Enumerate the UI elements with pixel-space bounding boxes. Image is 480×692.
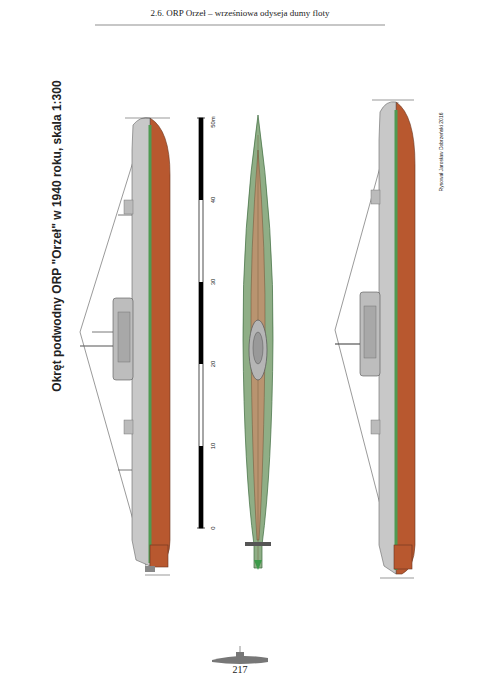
scale-number: 0 [210, 526, 216, 529]
profile-view-left [80, 118, 170, 575]
scale-number: 50m [210, 116, 216, 128]
scale-bar [197, 118, 205, 528]
drawing-credit: Rysował Jarosław Dobrzeński 2016 [438, 113, 444, 192]
header-rule [95, 25, 385, 26]
drawing-title: Okręt podwodny ORP "Orzeł" w 1940 roku, … [50, 80, 64, 391]
scale-number: 20 [210, 361, 216, 368]
footer-submarine-icon [212, 646, 268, 664]
plan-view [243, 115, 273, 570]
page-number: 217 [233, 664, 248, 675]
profile-view-right [335, 100, 415, 578]
scale-number: 40 [210, 197, 216, 204]
running-header: 2.6. ORP Orzeł – wrześniowa odyseja dumy… [151, 8, 330, 18]
scale-number: 30 [210, 279, 216, 286]
scale-number: 10 [210, 443, 216, 450]
